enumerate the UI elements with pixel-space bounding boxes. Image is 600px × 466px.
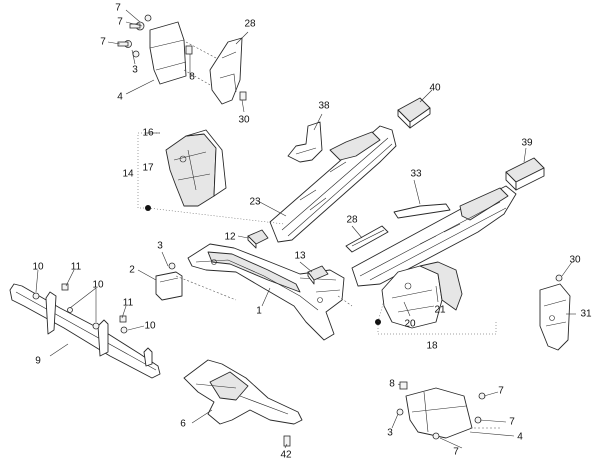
part-1-crossmember <box>187 243 345 341</box>
callout-33: 33 <box>410 168 422 180</box>
part-38-bracket <box>505 157 545 191</box>
bracket-assembly-bottom-right <box>396 381 486 440</box>
part-33-bracket <box>393 203 451 219</box>
part-31-bracket <box>539 274 571 351</box>
callout-13: 13 <box>294 250 306 262</box>
part-13-bracket <box>307 265 329 285</box>
callout-21: 21 <box>434 304 446 316</box>
part-20-21-bracket <box>381 261 463 329</box>
callout-30: 30 <box>238 114 250 126</box>
callout-10: 10 <box>144 320 156 332</box>
part-2-plate <box>155 262 183 301</box>
callout-11: 11 <box>122 297 134 309</box>
group-bracket-14 <box>137 132 285 225</box>
callout-10: 10 <box>92 279 104 291</box>
part-18-right-rail <box>351 185 517 287</box>
callout-6: 6 <box>180 418 186 430</box>
part-12-bracket <box>247 229 269 249</box>
part-28-bracket <box>209 37 247 105</box>
callout-31: 31 <box>580 308 592 320</box>
part-6-crossmember <box>183 359 303 447</box>
callout-3: 3 <box>157 240 163 252</box>
callout-7: 7 <box>453 446 459 458</box>
callout-7: 7 <box>100 36 106 48</box>
assembly-lines <box>175 41 500 429</box>
callout-38: 39 <box>521 137 533 149</box>
callout-4: 4 <box>517 431 523 443</box>
part-16-17-bracket <box>165 129 227 207</box>
callout-4: 4 <box>117 91 123 103</box>
callout-2: 2 <box>129 264 135 276</box>
callout-9: 9 <box>35 355 41 367</box>
callout-42: 42 <box>280 449 292 461</box>
callout-7: 7 <box>117 16 123 28</box>
callout-11: 11 <box>70 261 82 273</box>
callout-7: 7 <box>509 416 515 428</box>
part-39-bracket <box>287 121 323 163</box>
callout-7: 7 <box>115 2 121 14</box>
part-9-bumper-bar <box>9 283 161 379</box>
callout-20: 20 <box>404 318 416 330</box>
callout-23: 28 <box>346 214 358 226</box>
callout-10: 10 <box>32 261 44 273</box>
callout-8: 8 <box>189 71 195 83</box>
bracket-assembly-top-left <box>117 14 193 85</box>
callout-40: 40 <box>429 82 441 94</box>
callout-1: 1 <box>256 305 262 317</box>
group-bracket-18 <box>375 299 497 335</box>
callout-7: 7 <box>498 385 504 397</box>
part-40-bracket <box>397 97 431 129</box>
callout-30: 30 <box>569 254 581 266</box>
callout-22: 23 <box>249 196 261 208</box>
part-22-left-rail <box>269 125 397 243</box>
part-23-rail <box>345 225 389 253</box>
callout-16: 16 <box>142 127 154 139</box>
callout-18: 18 <box>426 340 438 352</box>
callout-8: 8 <box>389 378 395 390</box>
callout-3: 3 <box>132 64 138 76</box>
callout-3: 3 <box>387 427 393 439</box>
leader-lines <box>35 9 576 449</box>
callout-12: 12 <box>224 231 236 243</box>
callout-28: 28 <box>244 18 256 30</box>
callout-17: 17 <box>142 162 154 174</box>
callout-39: 38 <box>318 100 330 112</box>
callout-14: 14 <box>122 168 134 180</box>
